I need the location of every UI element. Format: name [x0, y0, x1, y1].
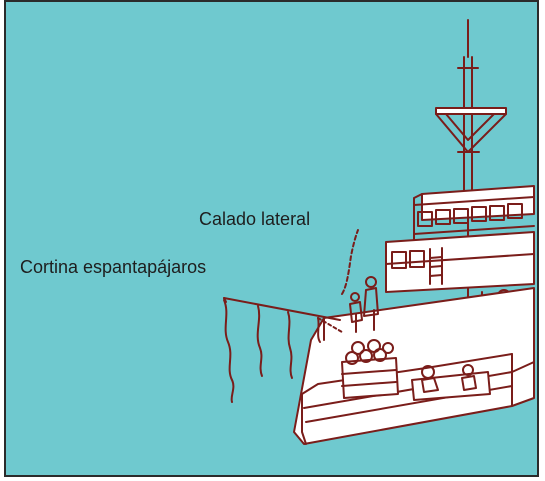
hull [293, 287, 535, 445]
fishing-crew [349, 276, 477, 393]
deck-cargo [341, 339, 491, 401]
side-setting-line [341, 229, 359, 295]
side-setting-label: Calado lateral [199, 209, 311, 229]
boat-illustration-panel: Calado lateral Cortina espantapájaros [4, 0, 539, 477]
wheelhouse [385, 185, 535, 308]
bird-scaring-line [223, 297, 343, 403]
fishing-boat-drawing [223, 19, 535, 445]
bird-scaring-curtain-label: Cortina espantapájaros [20, 257, 207, 277]
